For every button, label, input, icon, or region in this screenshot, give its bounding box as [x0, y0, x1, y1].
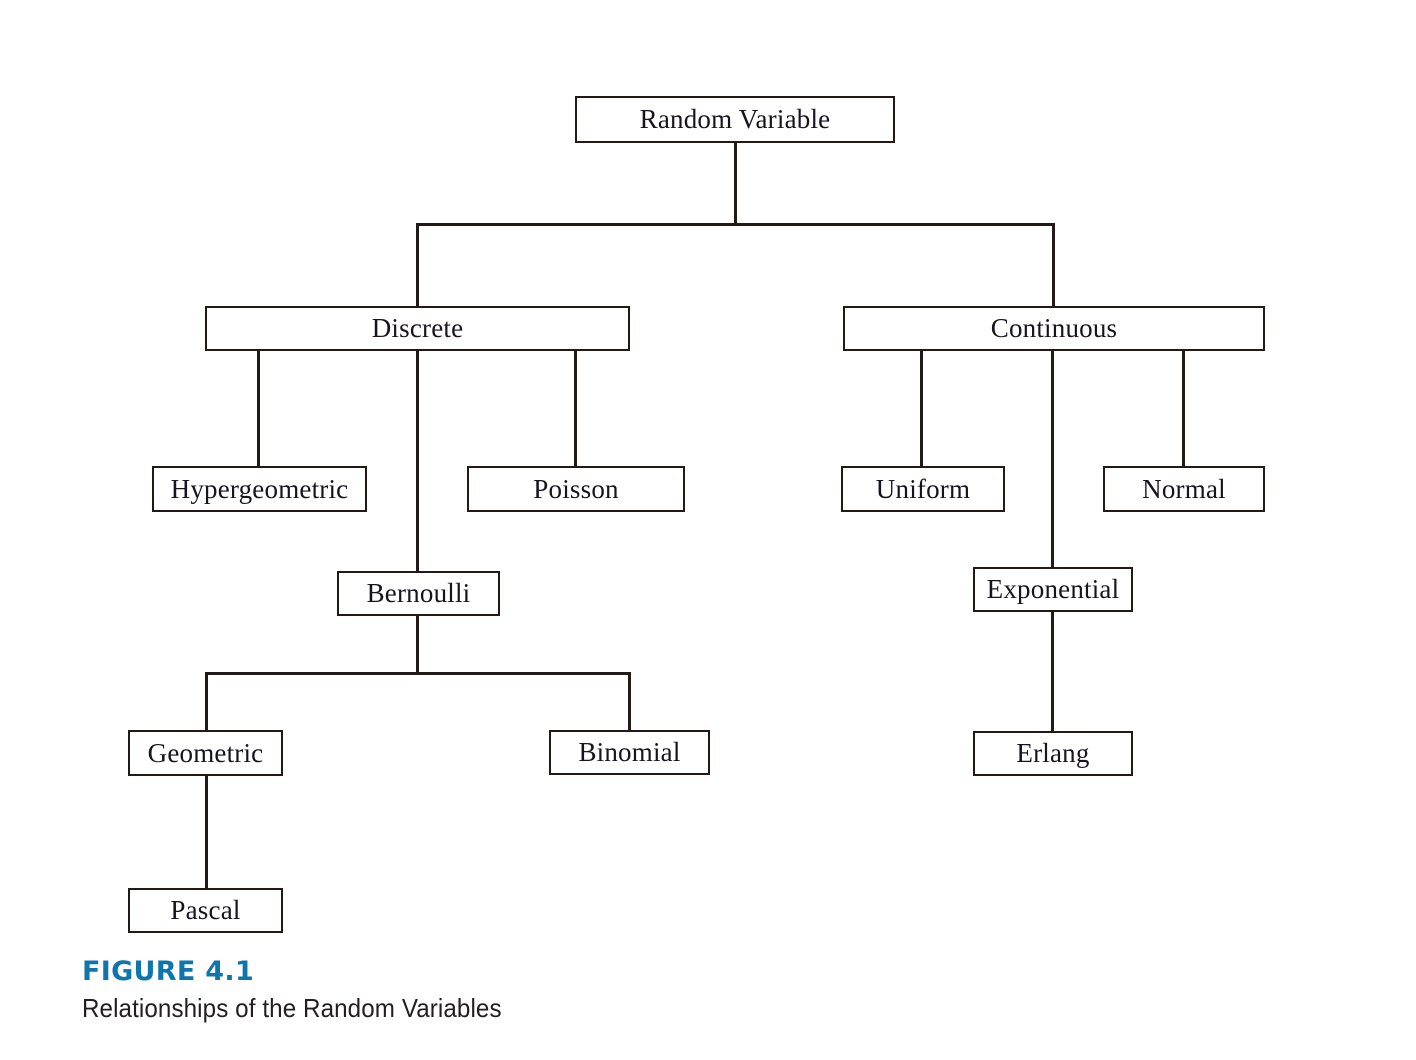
edge-bernoulli-to-binomial [628, 672, 631, 732]
figure-caption: FIGURE 4.1 Relationships of the Random V… [82, 955, 982, 1027]
edge-exponential-to-erlang [1051, 610, 1054, 733]
node-hypergeometric[interactable]: Hypergeometric [152, 466, 367, 512]
node-binomial[interactable]: Binomial [549, 730, 710, 775]
node-discrete[interactable]: Discrete [205, 306, 630, 351]
edge-discrete-to-bernoulli [416, 350, 419, 573]
node-normal[interactable]: Normal [1103, 466, 1265, 512]
edge-continuous-to-uniform [920, 350, 923, 468]
edge-continuous-to-exponential [1051, 350, 1054, 569]
node-poisson[interactable]: Poisson [467, 466, 685, 512]
edge-discrete-to-hypergeometric [257, 350, 260, 468]
node-erlang[interactable]: Erlang [973, 731, 1133, 776]
node-geometric[interactable]: Geometric [128, 730, 283, 776]
figure-caption-text: Relationships of the Random Variables [82, 993, 502, 1023]
edge-bernoulli-to-geometric [205, 672, 208, 732]
node-exponential[interactable]: Exponential [973, 567, 1133, 612]
node-random-variable[interactable]: Random Variable [575, 96, 895, 143]
figure-caption-label: FIGURE 4.1 [82, 956, 255, 987]
node-continuous[interactable]: Continuous [843, 306, 1265, 351]
edge-bernoulli-bus [205, 672, 631, 675]
edge-to-discrete [416, 223, 419, 308]
edge-to-continuous [1052, 223, 1055, 308]
edge-bernoulli-stem [416, 614, 419, 674]
edge-continuous-to-normal [1182, 350, 1185, 468]
node-uniform[interactable]: Uniform [841, 466, 1005, 512]
edge-level1-bus [416, 223, 1055, 226]
edge-geometric-to-pascal [205, 774, 208, 890]
node-bernoulli[interactable]: Bernoulli [337, 571, 500, 616]
edge-discrete-to-poisson [574, 350, 577, 468]
node-pascal[interactable]: Pascal [128, 888, 283, 933]
edge-random-variable-stem [734, 143, 737, 225]
